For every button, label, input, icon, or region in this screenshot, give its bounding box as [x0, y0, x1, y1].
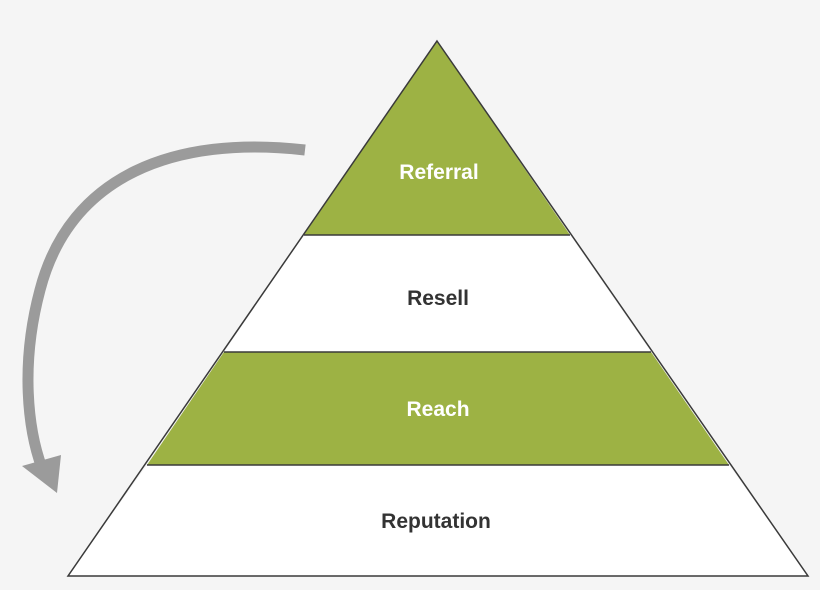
tier-label-resell: Resell — [407, 287, 469, 310]
tier-label-referral: Referral — [399, 161, 478, 184]
curved-arrow-icon — [22, 141, 306, 493]
tier-label-reputation: Reputation — [381, 510, 491, 533]
tier-reputation-shape — [68, 465, 808, 576]
tier-reach-shape — [147, 352, 729, 465]
tier-referral-shape — [304, 41, 570, 235]
curved-arrow-head — [22, 455, 61, 493]
tier-resell-shape — [224, 235, 651, 352]
curved-arrow-shaft — [22, 141, 306, 470]
tier-label-reach: Reach — [406, 398, 469, 421]
pyramid-outline — [66, 39, 810, 577]
